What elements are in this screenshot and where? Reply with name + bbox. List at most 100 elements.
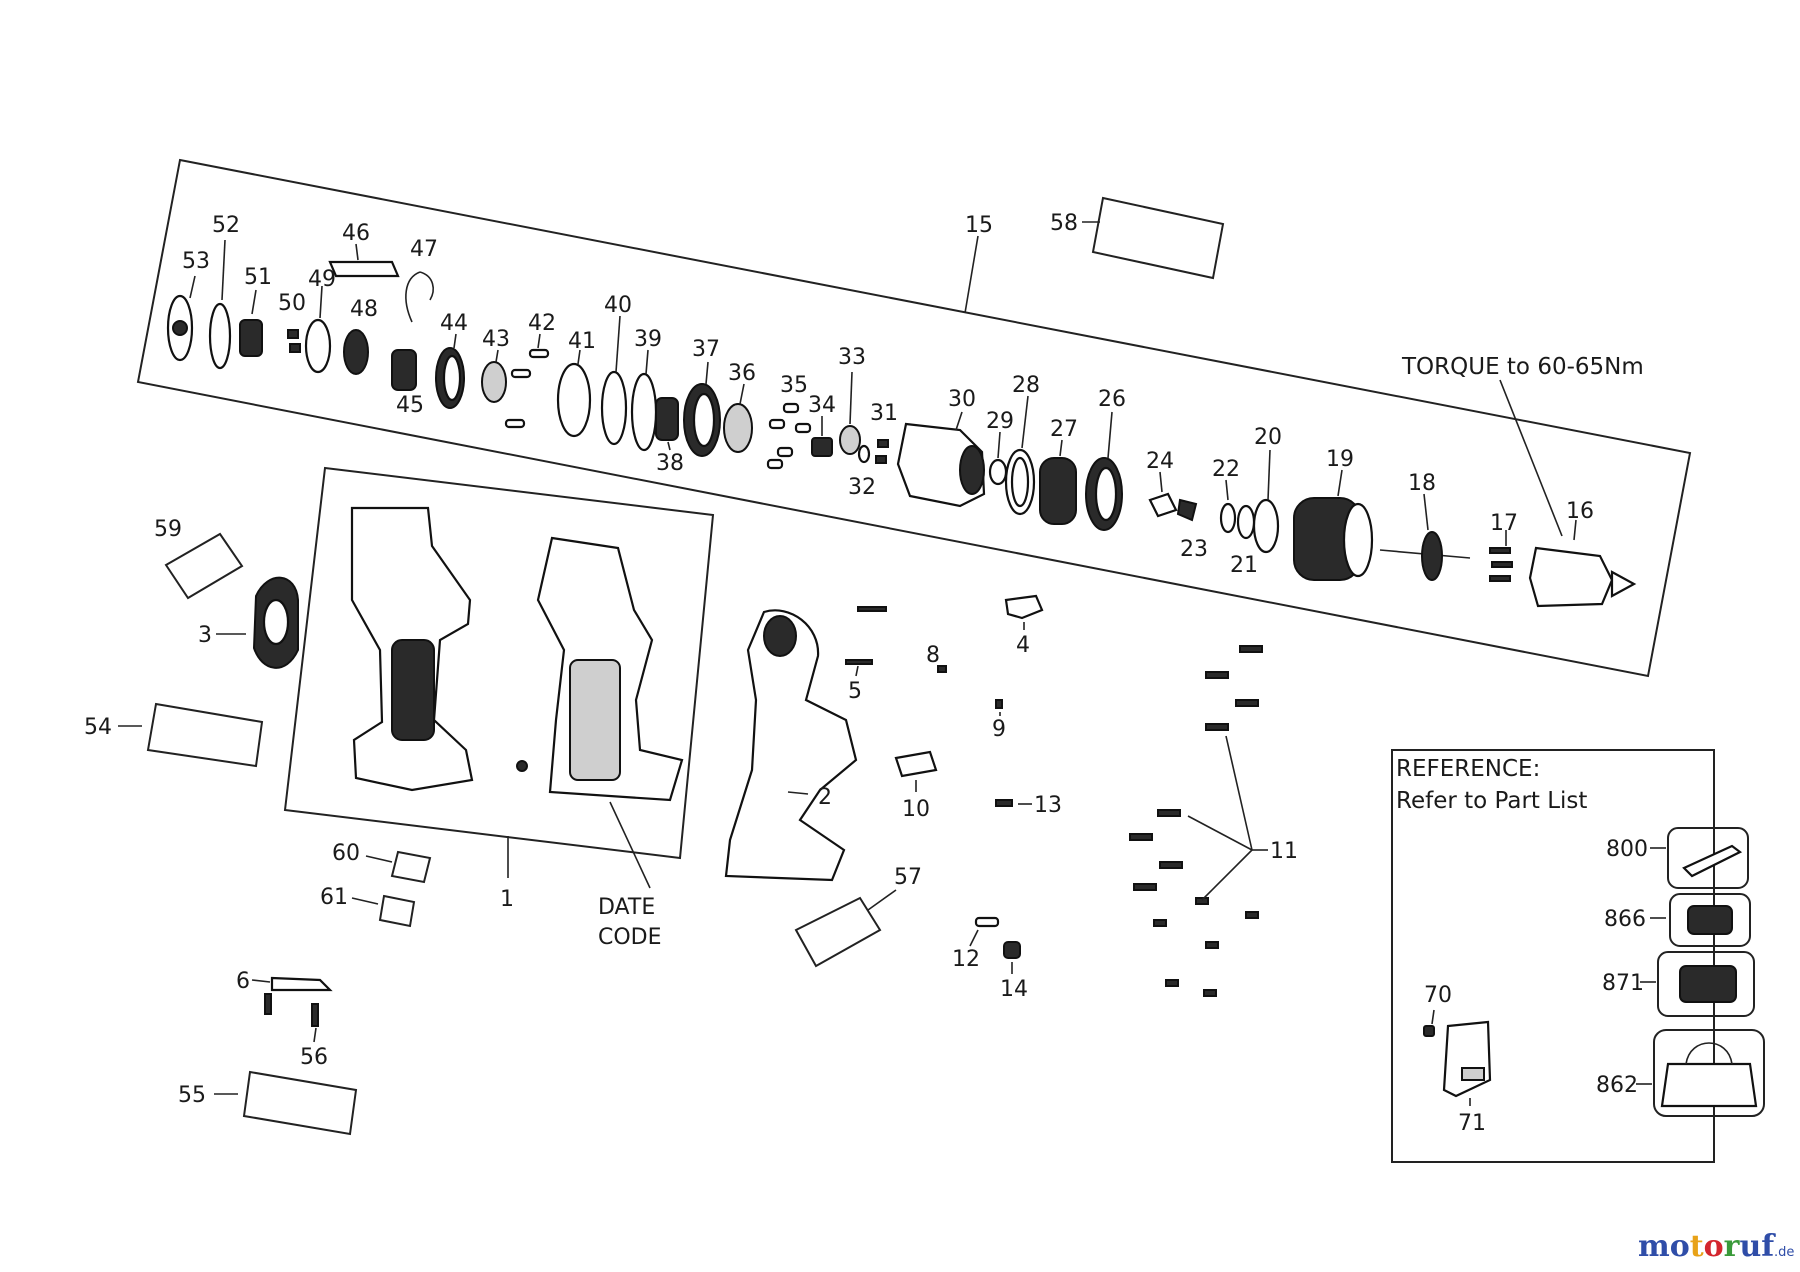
label-26: 26	[1098, 387, 1126, 412]
label-45: 45	[396, 393, 424, 418]
part-44-ring-gear-inner	[442, 354, 462, 402]
part-47-spring-clip-b	[419, 271, 434, 301]
part-19-motor-end	[1342, 502, 1374, 578]
leader-42	[537, 333, 541, 349]
part-70-screw	[1423, 1025, 1435, 1037]
part-35-pin-a	[782, 402, 800, 414]
part-29-washer	[988, 458, 1008, 486]
part-11-screw	[1159, 861, 1183, 869]
leader-11-a	[1225, 735, 1253, 851]
leader-39	[645, 349, 649, 375]
part-23-clip	[1176, 498, 1198, 522]
label-34: 34	[808, 393, 836, 418]
watermark-f: f	[1761, 1229, 1776, 1264]
part-14-cap	[1003, 941, 1021, 959]
leader-torque	[1499, 379, 1563, 537]
part-71-belt-hook-slot	[1461, 1067, 1485, 1081]
part-45-gears	[391, 349, 417, 391]
part-11-screw	[1195, 897, 1209, 905]
label-866: 866	[1604, 907, 1646, 932]
part-17-screw-a	[1489, 547, 1511, 554]
leader-52	[221, 239, 226, 301]
part-4-latch	[1004, 594, 1044, 620]
ref-862-bag-handle	[1685, 1042, 1733, 1065]
label-23: 23	[1180, 537, 1208, 562]
part-32-washer	[857, 444, 871, 464]
date-code-line2: CODE	[598, 925, 662, 950]
reference-title: REFERENCE:	[1396, 756, 1540, 782]
label-18: 18	[1408, 471, 1436, 496]
label-12: 12	[952, 947, 980, 972]
leader-date-code	[609, 801, 651, 889]
leader-22	[1225, 479, 1229, 501]
part-35-pin-e	[766, 458, 784, 470]
housing-screw	[516, 760, 528, 772]
label-16: 16	[1566, 499, 1594, 524]
part-11-screw	[1129, 833, 1153, 841]
part-31-spring	[877, 439, 889, 448]
part-13-spring	[995, 799, 1013, 807]
label-24: 24	[1146, 449, 1174, 474]
leader-38	[667, 441, 671, 451]
watermark-r: r	[1724, 1229, 1741, 1264]
leader-27	[1059, 439, 1063, 457]
label-3: 3	[198, 623, 212, 648]
label-42: 42	[528, 311, 556, 336]
leader-19	[1337, 469, 1343, 497]
part-11-screw	[1157, 809, 1181, 817]
leader-33	[849, 371, 853, 425]
part-27-collar	[1039, 457, 1077, 525]
part-11-screw	[1203, 989, 1217, 997]
ref-862-bag	[1660, 1062, 1758, 1108]
part-31-spring-b	[875, 455, 887, 464]
part-38-planet-gears	[655, 397, 679, 441]
leader-11-c	[1201, 849, 1253, 901]
part-34-sun-gear	[811, 437, 833, 457]
leader-49	[319, 285, 323, 319]
part-16-chuck-tip	[1610, 570, 1637, 598]
label-57: 57	[894, 865, 922, 890]
watermark-o1: o	[1670, 1229, 1690, 1264]
ref-871-charger	[1679, 965, 1737, 1003]
reference-subtitle: Refer to Part List	[1396, 788, 1587, 814]
ref-866-frame	[1669, 893, 1751, 947]
part-49-ring	[304, 318, 332, 374]
leader-40	[615, 315, 621, 373]
date-code-line1: DATE	[598, 895, 655, 920]
part-12-screw	[974, 916, 1000, 928]
part-37-ring-inner	[692, 392, 716, 448]
label-31: 31	[870, 401, 898, 426]
ref-862-frame	[1653, 1029, 1765, 1117]
label-70: 70	[1424, 983, 1452, 1008]
label-871: 871	[1602, 971, 1644, 996]
label-13: 13	[1034, 793, 1062, 818]
part-17-screw-c	[1489, 575, 1511, 582]
leader-28	[1021, 395, 1029, 449]
label-19: 19	[1326, 447, 1354, 472]
label-2: 2	[818, 785, 832, 810]
part-10-switch-base	[894, 750, 938, 778]
label-8: 8	[926, 643, 940, 668]
label-56: 56	[300, 1045, 328, 1070]
part-11-screws	[1129, 645, 1263, 997]
part-8-pin	[937, 665, 947, 673]
part-2-motor-housing	[724, 609, 858, 882]
label-27: 27	[1050, 417, 1078, 442]
label-52: 52	[212, 213, 240, 238]
label-plate-59	[164, 532, 244, 600]
part-33-clutch	[839, 425, 861, 455]
leader-51	[251, 289, 257, 315]
leader-12	[969, 929, 979, 947]
watermark-o2: o	[1704, 1229, 1724, 1264]
label-39: 39	[634, 327, 662, 352]
watermark-logo: motoruf	[1638, 1229, 1776, 1264]
label-60: 60	[332, 841, 360, 866]
part-46-switch	[328, 260, 400, 278]
label-54: 54	[84, 715, 112, 740]
part-11-screw	[1245, 911, 1259, 919]
part-11-screw	[1239, 645, 1263, 653]
leader-46	[355, 243, 359, 261]
part-26-ring-inner	[1094, 466, 1118, 522]
leader-36	[739, 383, 745, 405]
label-22: 22	[1212, 457, 1240, 482]
